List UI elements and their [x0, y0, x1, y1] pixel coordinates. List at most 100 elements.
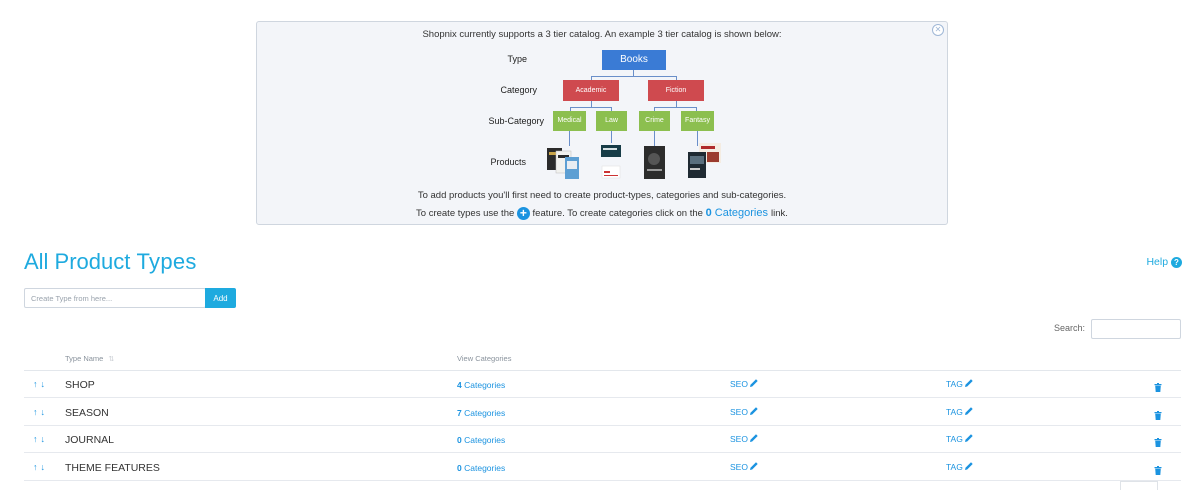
seo-label: SEO	[730, 406, 748, 417]
type-name: SEASON	[65, 406, 109, 419]
tree-connector	[570, 107, 612, 108]
tree-node-subcategory-fantasy: Fantasy	[681, 111, 714, 131]
book-covers-medical-image	[547, 148, 579, 179]
tag-label: TAG	[946, 461, 963, 472]
pencil-icon	[749, 406, 758, 415]
view-categories-link[interactable]: 7 Categories	[457, 408, 505, 418]
page-title-part-2: Types	[136, 249, 197, 274]
tree-node-subcategory-crime: Crime	[639, 111, 670, 131]
category-count: 0	[457, 462, 462, 473]
pencil-icon	[964, 461, 973, 470]
level-label-type: Type	[507, 54, 527, 64]
category-label: Categories	[464, 407, 506, 418]
reorder-arrows-icon[interactable]: ↑↓	[33, 406, 48, 417]
tree-connector	[591, 76, 592, 80]
tree-connector	[676, 101, 677, 107]
reorder-arrows-icon[interactable]: ↑↓	[33, 379, 48, 389]
tree-connector	[591, 76, 677, 77]
tag-link[interactable]: TAG	[946, 433, 974, 444]
book-covers-law-image	[601, 145, 621, 179]
tree-node-category-academic: Academic	[563, 80, 619, 101]
tag-label: TAG	[946, 434, 963, 444]
column-header-type-name[interactable]: Type Name ⇅	[65, 354, 114, 363]
delete-button[interactable]	[1154, 379, 1162, 397]
tree-connector	[611, 131, 612, 143]
tree-connector	[654, 107, 697, 108]
tree-connector	[654, 131, 655, 146]
info-message-line-2: To create types use the + feature. To cr…	[257, 207, 947, 220]
trash-icon	[1154, 465, 1162, 475]
tree-connector	[654, 107, 655, 111]
seo-link[interactable]: SEO	[730, 433, 759, 444]
create-type-input[interactable]	[24, 288, 206, 308]
search-input[interactable]	[1091, 319, 1181, 339]
reorder-arrows-icon[interactable]: ↑↓	[33, 434, 48, 444]
plus-icon[interactable]: +	[516, 207, 530, 220]
info-message-part: feature. To create categories click on t…	[532, 208, 703, 220]
pencil-icon	[964, 434, 973, 442]
pencil-icon	[749, 379, 758, 387]
tree-connector	[696, 107, 697, 111]
column-header-label: Type Name	[65, 354, 104, 363]
tree-node-category-fiction: Fiction	[648, 80, 704, 101]
seo-label: SEO	[730, 461, 748, 472]
pencil-icon	[749, 434, 758, 442]
tag-link[interactable]: TAG	[946, 378, 974, 389]
tree-connector	[591, 101, 592, 107]
category-count: 7	[457, 407, 462, 418]
book-covers-crime-image	[644, 146, 665, 179]
add-button[interactable]: Add	[205, 288, 236, 308]
categories-count: 0	[705, 207, 712, 220]
tree-connector	[569, 131, 570, 146]
level-label-subcategory: Sub-Category	[488, 116, 544, 126]
seo-label: SEO	[730, 434, 748, 444]
type-name: SHOP	[65, 379, 95, 391]
table-row: ↑↓ JOURNAL 0 Categories SEO TAG	[24, 426, 1181, 453]
info-message-part: To create types use the	[416, 208, 515, 220]
categories-link[interactable]: 0 Categories	[706, 207, 771, 219]
category-label: Categories	[464, 462, 506, 473]
view-categories-link[interactable]: 0 Categories	[457, 463, 505, 473]
seo-link[interactable]: SEO	[730, 461, 759, 472]
tag-label: TAG	[946, 379, 963, 389]
view-categories-link[interactable]: 4 Categories	[457, 380, 505, 390]
help-link[interactable]: Help ?	[1146, 256, 1182, 268]
search-label: Search:	[1054, 323, 1086, 333]
page-title: All Product Types	[24, 249, 197, 275]
table-row: ↑↓ THEME FEATURES 0 Categories SEO TAG	[24, 454, 1181, 481]
pencil-icon	[964, 406, 973, 415]
tag-link[interactable]: TAG	[946, 406, 974, 417]
tag-label: TAG	[946, 406, 963, 417]
trash-icon	[1154, 410, 1162, 420]
category-label: Categories	[464, 435, 506, 445]
level-label-products: Products	[490, 157, 526, 167]
sort-icon: ⇅	[108, 356, 115, 363]
seo-link[interactable]: SEO	[730, 378, 759, 389]
category-count: 0	[457, 435, 462, 445]
seo-link[interactable]: SEO	[730, 406, 759, 417]
tree-connector	[633, 70, 634, 76]
delete-button[interactable]	[1154, 407, 1162, 425]
info-message-part: link.	[771, 208, 788, 220]
trash-icon	[1154, 383, 1162, 392]
catalog-intro-text: Shopnix currently supports a 3 tier cata…	[422, 29, 782, 40]
tag-link[interactable]: TAG	[946, 461, 974, 472]
category-label: Categories	[464, 380, 506, 390]
table-row: ↑↓ SEASON 7 Categories SEO TAG	[24, 399, 1181, 426]
table-row: ↑↓ SHOP 4 Categories SEO TAG	[24, 371, 1181, 398]
tree-node-subcategory-law: Law	[596, 111, 627, 131]
seo-label: SEO	[730, 379, 748, 389]
close-icon[interactable]: ✕	[932, 24, 944, 36]
categories-link-label: Categories	[714, 207, 768, 220]
delete-button[interactable]	[1154, 434, 1162, 452]
reorder-arrows-icon[interactable]: ↑↓	[33, 461, 48, 472]
pagination[interactable]	[1120, 481, 1158, 490]
info-message-line-1: To add products you'll first need to cre…	[417, 190, 787, 201]
tree-node-subcategory-medical: Medical	[553, 111, 586, 131]
header-divider	[24, 370, 1181, 371]
delete-button[interactable]	[1154, 462, 1162, 480]
view-categories-link[interactable]: 0 Categories	[457, 435, 505, 445]
book-covers-fantasy-image	[688, 143, 721, 178]
trash-icon	[1154, 438, 1162, 447]
level-label-category: Category	[500, 85, 537, 95]
